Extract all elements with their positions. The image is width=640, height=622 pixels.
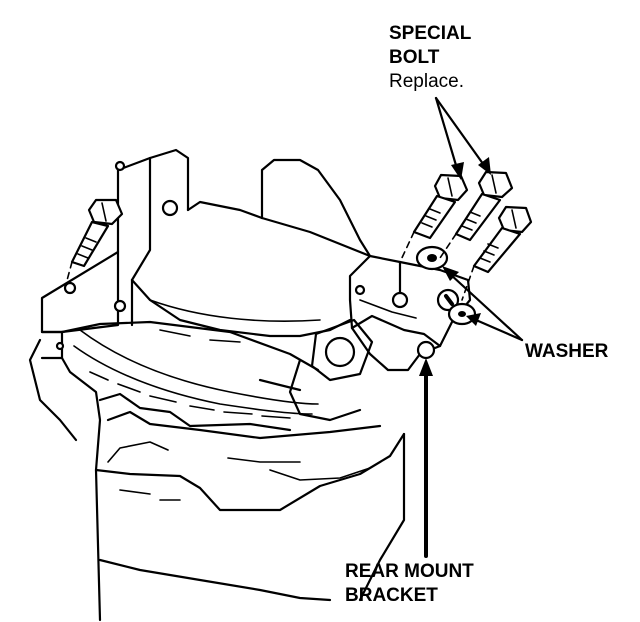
special-bolt-1	[412, 173, 469, 240]
special-bolt-3	[472, 205, 533, 274]
washer-label: WASHER	[525, 341, 609, 362]
bolt-left	[70, 198, 124, 268]
transmission-case	[114, 148, 372, 343]
washer-upper	[415, 245, 449, 271]
rear-mount-bracket	[258, 254, 472, 422]
bracket-arrow	[419, 358, 433, 558]
engine-block	[28, 250, 406, 622]
washer-lower	[447, 302, 477, 326]
special-bolt-2	[454, 170, 514, 242]
replace-note: Replace.	[389, 71, 464, 92]
special-bolt-label-line2: BOLT	[389, 47, 440, 68]
rear-mount-bracket-label: REAR MOUNT	[345, 561, 474, 582]
washer-arrows	[442, 266, 524, 342]
special-bolt-label: SPECIAL	[389, 23, 472, 44]
rear-mount-bracket-label-line2: BRACKET	[345, 585, 438, 606]
alignment-lines	[65, 231, 475, 301]
special-bolt-arrows	[434, 96, 491, 180]
